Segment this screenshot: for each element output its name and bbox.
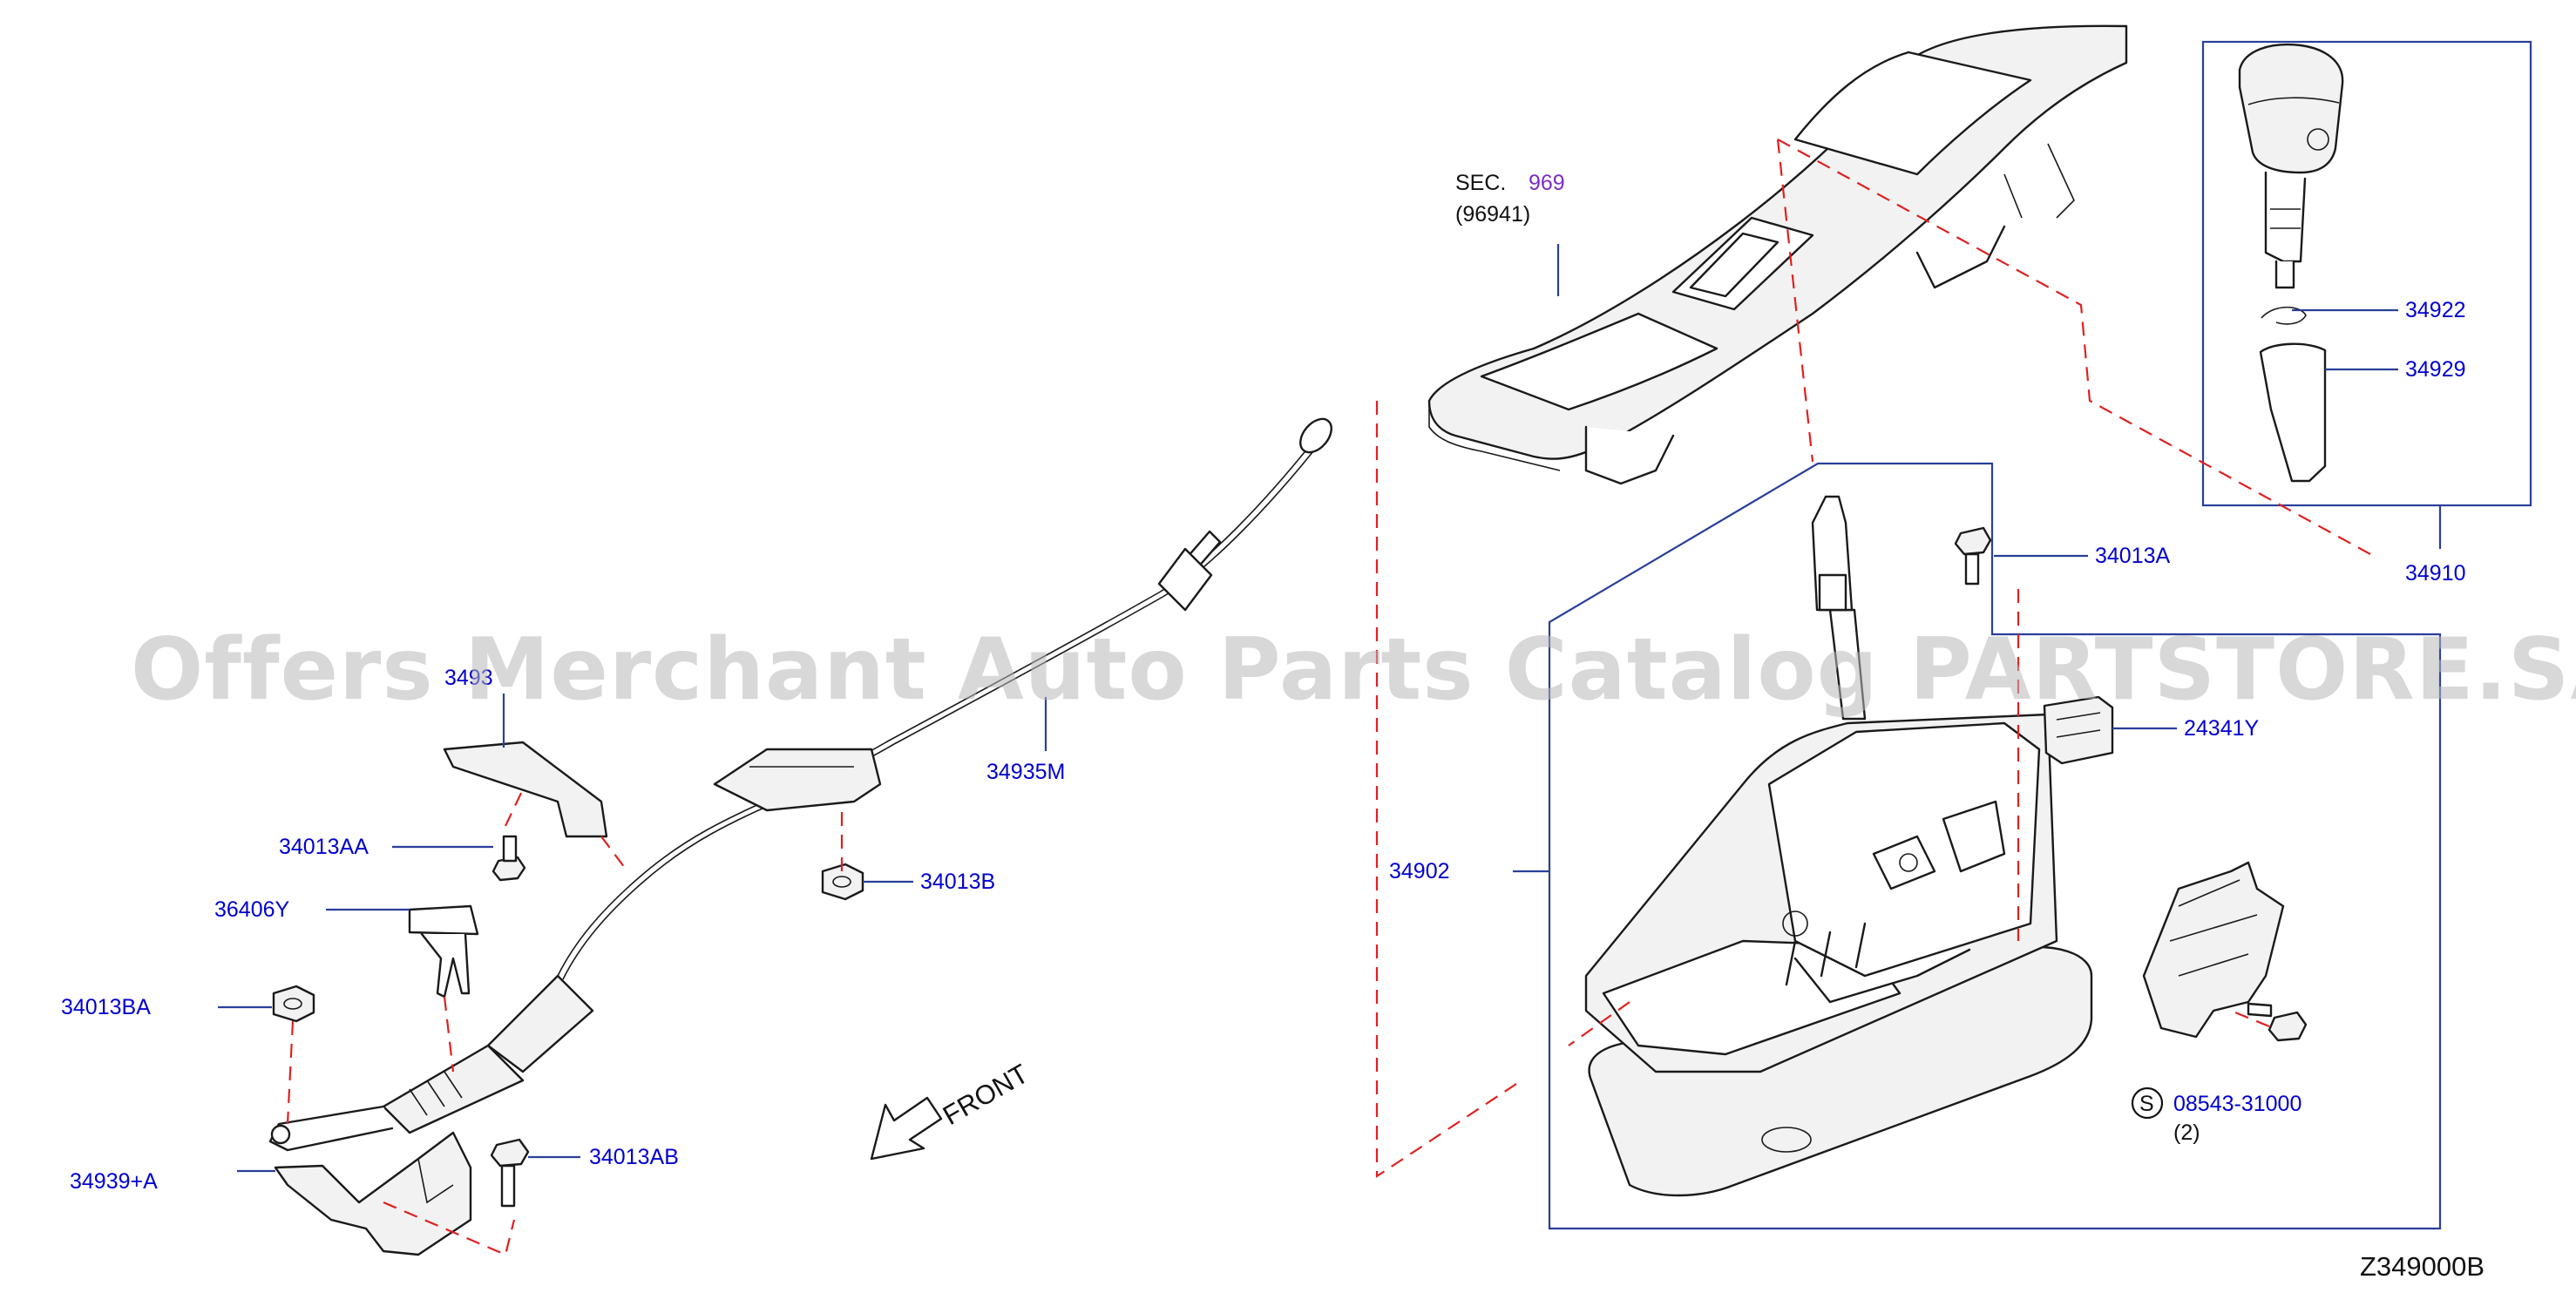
screw-symbol: S xyxy=(2139,1092,2154,1116)
section-number-link[interactable]: 969 xyxy=(1529,171,1565,195)
clip-36406Y-drawing xyxy=(408,904,479,999)
part-label-34910[interactable]: 34910 xyxy=(2405,561,2466,586)
screw-08543-drawing xyxy=(2247,1002,2308,1042)
part-label-24341Y[interactable]: 24341Y xyxy=(2184,716,2260,741)
bracket-34939A-drawing xyxy=(274,1131,472,1256)
nut-34013BA-drawing xyxy=(272,985,315,1023)
knob-cover-drawing xyxy=(2259,342,2327,483)
part-label-34013AA[interactable]: 34013AA xyxy=(279,835,369,859)
part-label-34013AB[interactable]: 34013AB xyxy=(589,1145,679,1169)
part-label-34939-partial[interactable]: 3493 xyxy=(444,666,493,690)
screw-symbol-circle xyxy=(2131,1087,2164,1120)
clip-spring-drawing xyxy=(2261,306,2307,325)
bracket-34939-upper-drawing xyxy=(443,741,608,838)
part-label-34922[interactable]: 34922 xyxy=(2405,298,2466,322)
control-cable xyxy=(268,417,1332,1152)
part-label-36406Y[interactable]: 36406Y xyxy=(214,897,290,922)
part-label-34013B[interactable]: 34013B xyxy=(920,870,995,894)
bolt-34013AA-drawing xyxy=(491,835,526,882)
part-label-34013A[interactable]: 34013A xyxy=(2095,544,2171,568)
shifter-assembly xyxy=(1584,495,2093,1197)
front-label: FRONT xyxy=(938,1058,1034,1131)
connector-24341Y-drawing xyxy=(2043,695,2114,765)
part-label-34929[interactable]: 34929 xyxy=(2405,357,2466,382)
dashed-lines xyxy=(286,139,2371,1256)
part-label-34939A[interactable]: 34939+A xyxy=(70,1169,158,1194)
shift-knob xyxy=(2238,44,2344,289)
bolt-34013A-drawing xyxy=(1954,526,1992,586)
front-arrow-icon xyxy=(870,1096,943,1161)
part-label-08543-31000[interactable]: 08543-31000 xyxy=(2173,1092,2301,1116)
console-finisher xyxy=(1427,24,2128,485)
part-label-34013BA[interactable]: 34013BA xyxy=(61,995,151,1019)
part-label-34902[interactable]: 34902 xyxy=(1389,859,1450,883)
console-box-outline xyxy=(1548,462,2442,1230)
bolt-34013AB-drawing xyxy=(490,1138,530,1208)
diagram-code: Z349000B xyxy=(2360,1251,2484,1282)
watermark: Offers Merchant Auto Parts Catalog PARTS… xyxy=(131,620,2576,720)
screw-quantity: (2) xyxy=(2173,1120,2200,1145)
knob-assembly-box xyxy=(2201,40,2532,507)
solenoid-bracket-drawing xyxy=(2142,861,2285,1039)
nut-34013B-drawing xyxy=(821,863,864,901)
section-prefix: SEC. xyxy=(1455,171,1506,195)
section-sub-ref: (96941) xyxy=(1455,202,1530,227)
leader-lines xyxy=(218,244,2442,1173)
part-label-34935M[interactable]: 34935M xyxy=(986,760,1065,784)
